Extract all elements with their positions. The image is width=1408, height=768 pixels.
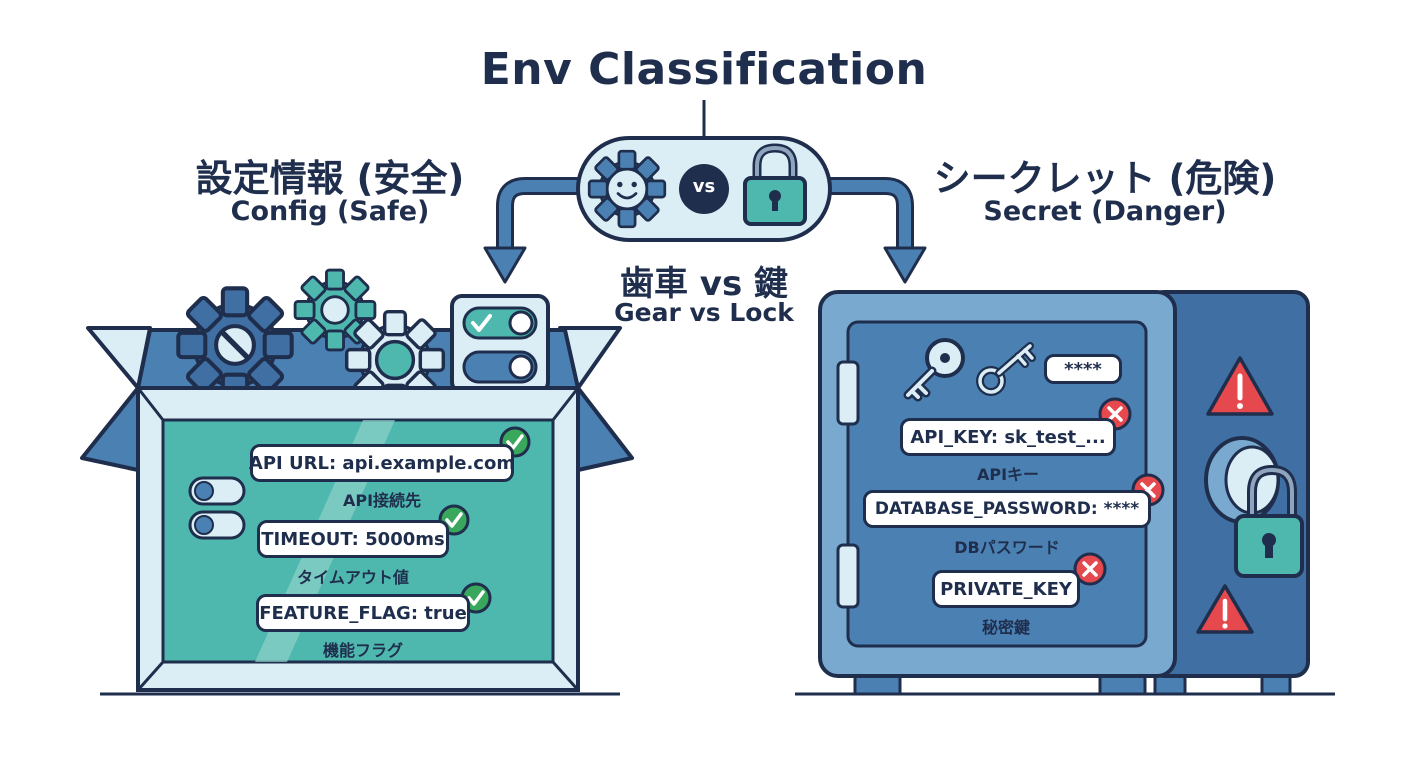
- secret-caption-api-key: APIキー: [976, 465, 1040, 484]
- gear-vs-lock-capsule: [576, 136, 832, 242]
- warning-icon: [1196, 584, 1254, 634]
- vs-label: vs: [692, 176, 716, 197]
- medium-gear-icon: [344, 309, 446, 411]
- arrow-left-icon: [483, 177, 594, 284]
- padlock-icon: [1234, 464, 1304, 578]
- config-caption-feature-flag: 機能フラグ: [322, 641, 403, 660]
- config-caption-timeout: タイムアウト値: [297, 568, 409, 587]
- center-label-en: Gear vs Lock: [614, 298, 794, 327]
- padlock-icon: [743, 143, 807, 226]
- masked-value-field: ****: [1044, 354, 1122, 384]
- secret-item-api-key: API_KEY: sk_test_...: [900, 418, 1116, 456]
- config-item-api-url: API URL: api.example.com: [249, 444, 515, 482]
- vs-badge: [679, 164, 729, 214]
- key-icon: [976, 342, 1036, 396]
- small-gear-icon: [293, 268, 377, 352]
- secret-caption-database-password: DBパスワード: [954, 538, 1060, 557]
- config-item-feature-flag: FEATURE_FLAG: true: [256, 594, 470, 632]
- secret-heading-en: Secret (Danger): [983, 196, 1227, 227]
- secret-heading-jp: シークレット (危険): [933, 157, 1277, 200]
- toggle-panel-icon: [450, 294, 550, 394]
- secret-item-database-password: DATABASE_PASSWORD: ****: [863, 490, 1151, 528]
- config-heading-jp: 設定情報 (安全): [195, 157, 465, 200]
- x-icon: [1073, 552, 1107, 586]
- smiling-gear-icon: [587, 149, 667, 229]
- safe-dial-icon: [1204, 436, 1280, 524]
- secret-caption-private-key: 秘密鍵: [981, 618, 1030, 637]
- switch-icons: [188, 476, 246, 540]
- config-caption-api-url: API接続先: [342, 491, 422, 510]
- large-gear-icon: [178, 288, 291, 401]
- secret-item-private-key: PRIVATE_KEY: [932, 570, 1080, 608]
- key-icon: [903, 338, 965, 402]
- page-title: Env Classification: [480, 44, 928, 95]
- warning-icon: [1206, 356, 1274, 416]
- arrow-right-icon: [816, 177, 927, 284]
- config-item-timeout: TIMEOUT: 5000ms: [257, 520, 449, 558]
- config-heading-en: Config (Safe): [230, 196, 430, 227]
- center-label-jp: 歯車 vs 鍵: [619, 264, 789, 304]
